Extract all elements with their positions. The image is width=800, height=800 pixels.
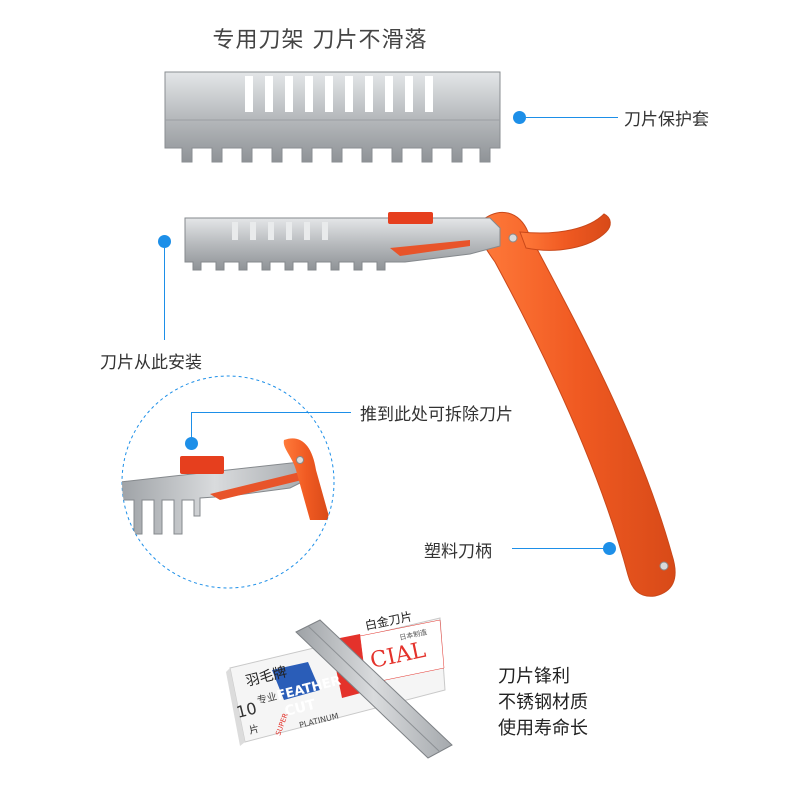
handle-dot <box>603 542 616 555</box>
push-leader-hline <box>191 412 351 413</box>
feature-item-steel: 不锈钢材质 <box>498 692 588 713</box>
blade-package-image <box>226 617 446 746</box>
blade-cover-image <box>164 71 501 163</box>
handle-leader-line <box>512 548 604 549</box>
feature-list: 刀片锋利 不锈钢材质 使用寿命长 <box>498 664 588 742</box>
handle-label: 塑料刀柄 <box>424 542 492 562</box>
push-leader-vline <box>191 412 192 438</box>
install-dot <box>158 235 171 248</box>
blade-cover-label: 刀片保护套 <box>624 110 709 130</box>
package-count-unit-text: 片 <box>248 722 261 737</box>
package-count-text: 10 <box>234 699 258 722</box>
install-leader-line <box>164 248 165 340</box>
push-dot <box>185 437 198 450</box>
feature-item-lifespan: 使用寿命长 <box>498 718 588 739</box>
push-label: 推到此处可拆除刀片 <box>360 405 513 425</box>
blade-cover-dot <box>513 111 526 124</box>
feature-item-sharp: 刀片锋利 <box>498 666 570 687</box>
package-cut-text: CUT <box>283 697 318 720</box>
page-title: 专用刀架 刀片不滑落 <box>212 28 428 53</box>
razor-blade-holder <box>184 212 501 271</box>
loose-blade-image <box>295 619 453 759</box>
handle-image <box>478 212 676 597</box>
blade-cover-leader-line <box>526 117 618 118</box>
detail-zoom-image <box>122 438 330 535</box>
install-label: 刀片从此安装 <box>100 353 202 373</box>
